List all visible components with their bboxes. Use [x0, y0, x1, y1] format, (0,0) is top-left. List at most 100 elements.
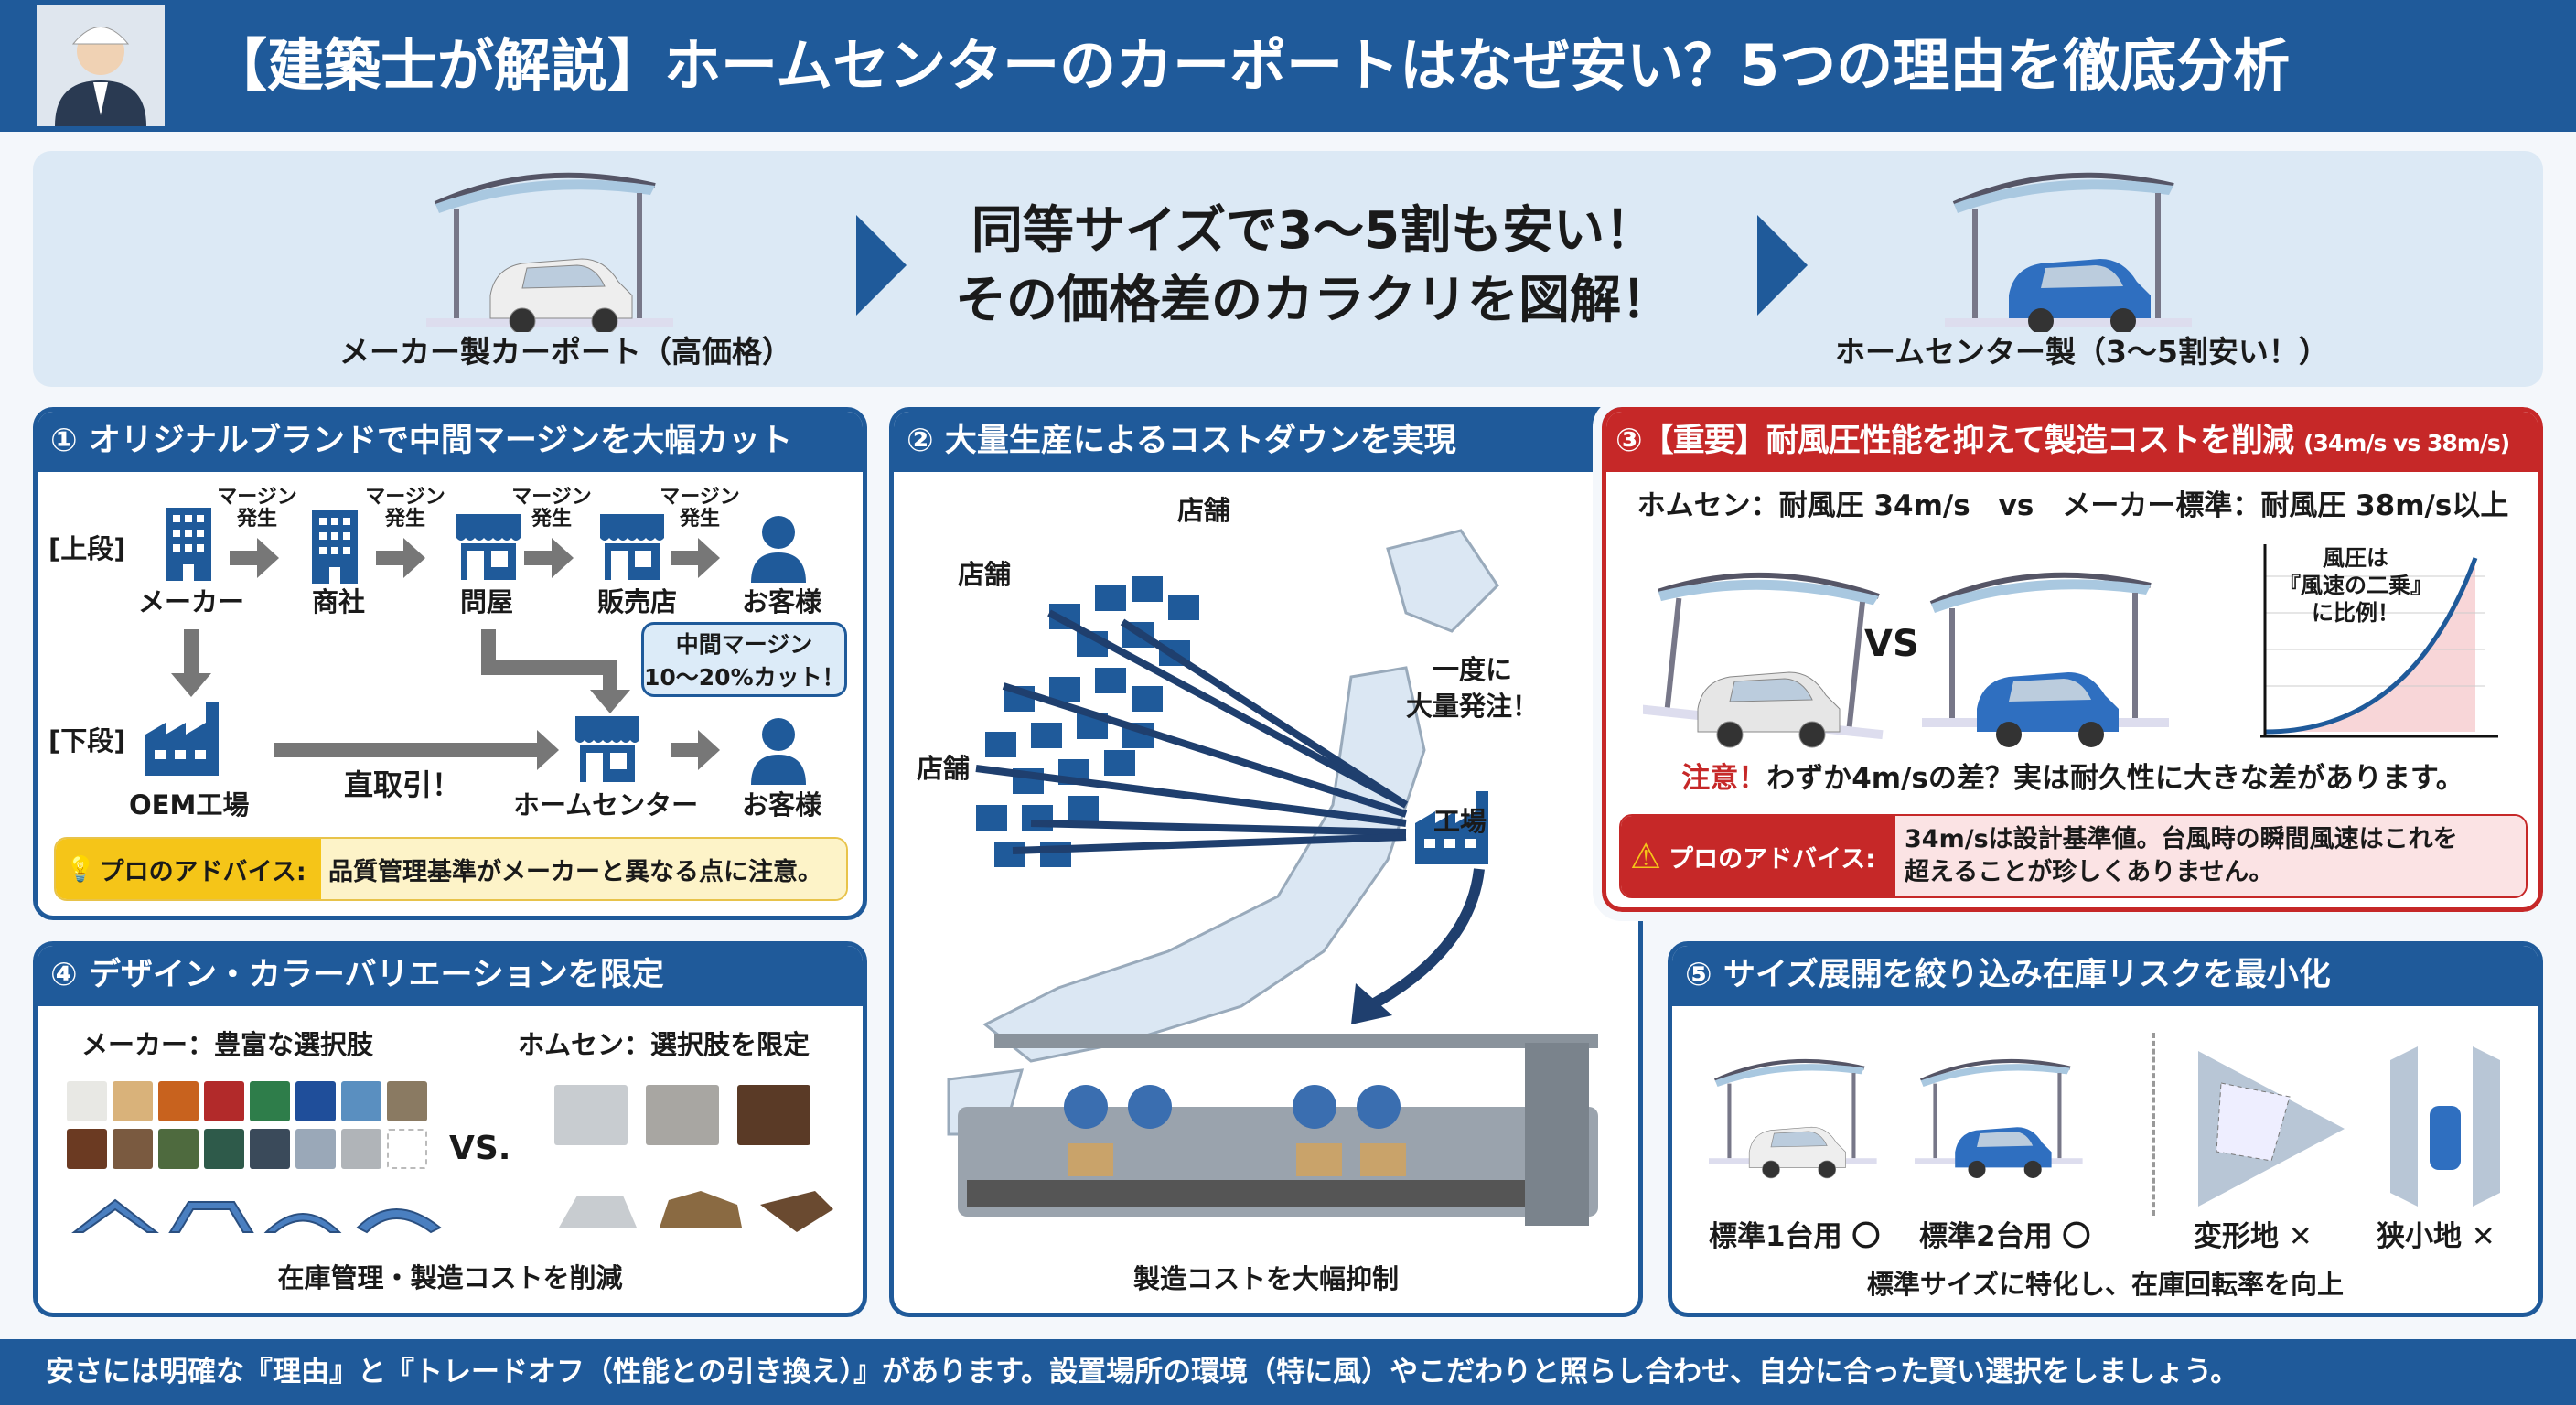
chevron-right-icon	[856, 215, 907, 316]
warning-prefix: 注意！	[1681, 762, 1767, 795]
maker-choices-label: メーカー：豊富な選択肢	[81, 1029, 374, 1060]
single-carport-illustration	[1709, 1056, 1883, 1179]
maker-carport-illustration	[426, 167, 701, 332]
graph-line2: 『風速の二乗』	[2279, 573, 2432, 598]
vs-label: VS	[1864, 623, 1919, 665]
margin-label: マージン発生	[365, 486, 445, 531]
customer-person-icon	[751, 516, 806, 583]
trading-company-building-icon	[312, 510, 358, 584]
pro-advice-label-area: ⚠プロのアドバイス:	[1621, 816, 1895, 896]
vs-label: VS.	[449, 1130, 511, 1167]
color-swatch	[387, 1081, 427, 1121]
advice-line1: 34m/sは設計基準値。台風時の瞬間風速はこれを	[1905, 825, 2458, 853]
pro-advice-label: プロのアドバイス:	[1669, 844, 1876, 874]
panel-title: ① オリジナルブランドで中間マージンを大幅カット	[38, 412, 863, 472]
node-wholesaler: 問屋	[460, 586, 514, 617]
panel-size-lineup: ⑤ サイズ展開を絞り込み在庫リスクを最小化 標準1台用 〇 標準2台用 〇 変形…	[1668, 941, 2543, 1317]
oem-factory-icon	[145, 702, 219, 776]
pro-advice-box: ⚠プロのアドバイス: 34m/sは設計基準値。台風時の瞬間風速はこれを超えること…	[1619, 814, 2528, 898]
node-customer: お客様	[742, 789, 822, 820]
arrow-down-icon	[184, 629, 199, 675]
wind-pressure-graph	[2260, 544, 2498, 738]
arrow-down-head	[171, 673, 211, 697]
pro-advice-text: 品質管理基準がメーカーと異なる点に注意。	[321, 839, 846, 899]
size-item-mark: ✕	[2471, 1220, 2496, 1253]
size-item-label: 狭小地	[2377, 1220, 2462, 1253]
node-homecenter: ホームセンター	[513, 789, 699, 820]
store-icon	[1168, 595, 1199, 620]
color-swatch	[250, 1081, 290, 1121]
store-label: 店舗	[1177, 495, 1231, 526]
node-retailer: 販売店	[597, 586, 678, 617]
size-item-mark: 〇	[1852, 1220, 1881, 1253]
color-swatch	[737, 1085, 810, 1145]
architect-avatar-icon	[37, 5, 165, 126]
bulk-order-label: 一度に大量発注！	[1406, 651, 1539, 724]
bubble-line2: 10〜20%カット！	[644, 664, 845, 691]
size-item-label: 標準1台用	[1709, 1220, 1842, 1253]
elbow-arrow-segment	[481, 660, 617, 675]
arrow-right-icon	[524, 538, 574, 578]
panel-title-text: ③【重要】耐風圧性能を抑えて製造コストを削減	[1615, 423, 2294, 459]
maker-roof-shapes	[71, 1198, 442, 1234]
factory-label: 工場	[1433, 806, 1487, 837]
color-swatch	[295, 1081, 336, 1121]
store-icon	[1132, 576, 1163, 602]
panel-title: ④ デザイン・カラーバリエーションを限定	[38, 946, 863, 1006]
footer-summary: 安さには明確な『理由』と『トレードオフ（性能との引き換え）』があります。設置場所…	[0, 1339, 2576, 1405]
color-swatch	[113, 1081, 153, 1121]
bulk-order-line1: 一度に	[1433, 654, 1513, 685]
homecenter-choices-label: ホムセン：選択肢を限定	[518, 1029, 810, 1060]
margin-label: マージン発生	[511, 486, 592, 531]
irregular-lot-illustration	[2198, 1051, 2345, 1207]
arrow-right-icon	[230, 538, 279, 578]
store-icon	[976, 805, 1007, 831]
bulk-order-line2: 大量発注！	[1406, 691, 1540, 722]
color-swatch	[250, 1129, 290, 1169]
node-trading-company: 商社	[312, 586, 366, 617]
color-swatch	[158, 1129, 199, 1169]
arrow-right-icon	[274, 730, 559, 770]
store-icon	[1095, 668, 1126, 693]
warning-triangle-icon: ⚠	[1630, 836, 1662, 876]
graph-line1: 風圧は	[2323, 545, 2388, 571]
graph-line3: に比例！	[2312, 600, 2399, 626]
customer-person-icon	[751, 718, 806, 785]
size-item-2: 標準2台用 〇	[1919, 1220, 2090, 1253]
color-swatch	[67, 1081, 107, 1121]
elbow-arrow-segment	[603, 660, 617, 692]
graph-annotation: 風圧は『風速の二乗』に比例！	[2279, 544, 2432, 627]
panel-caption: 在庫管理・製造コストを削減	[277, 1262, 623, 1293]
store-icon	[1132, 686, 1163, 712]
homecenter-carport-caption: ホームセンター製（3〜5割安い！）	[1835, 334, 2329, 370]
margin-cut-bubble: 中間マージン 10〜20%カット！	[641, 622, 847, 697]
hero-banner: メーカー製カーポート（高価格） 同等サイズで3〜5割も安い！ その価格差のカラク…	[33, 151, 2543, 387]
hero-message-line1: 同等サイズで3〜5割も安い！	[971, 201, 1657, 261]
panel-original-brand: ① オリジナルブランドで中間マージンを大幅カット [上段] [下段] メーカー …	[33, 407, 867, 920]
panel-color-variation: ④ デザイン・カラーバリエーションを限定 メーカー：豊富な選択肢 ホムセン：選択…	[33, 941, 867, 1317]
lightbulb-icon: 💡	[65, 855, 96, 884]
pro-advice-label-area: 💡プロのアドバイス:	[56, 839, 321, 899]
arrow-right-icon	[671, 538, 720, 578]
homecenter-shop-icon	[575, 716, 639, 782]
header: 【建築士が解説】ホームセンターのカーポートはなぜ安い？5つの理由を徹底分析	[0, 0, 2576, 132]
store-icon	[994, 842, 1025, 867]
panel-caption: 製造コストを大幅抑制	[1132, 1263, 1399, 1294]
color-swatch	[113, 1129, 153, 1169]
color-swatch	[387, 1129, 427, 1169]
panel-caption: 標準サイズに特化し、在庫回転率を向上	[1866, 1269, 2345, 1300]
color-swatch	[67, 1129, 107, 1169]
store-icon	[1104, 750, 1135, 776]
narrow-lot-illustration	[2390, 1046, 2500, 1207]
node-customer: お客様	[742, 586, 822, 617]
store-icon	[1095, 585, 1126, 611]
panel-title: ⑤ サイズ展開を絞り込み在庫リスクを最小化	[1672, 946, 2538, 1006]
panel-title: ③【重要】耐風圧性能を抑えて製造コストを削減 (34m/s vs 38m/s)	[1606, 412, 2538, 472]
homecenter-carport-illustration	[1945, 167, 2219, 332]
color-swatch	[204, 1081, 244, 1121]
store-icon	[1049, 677, 1080, 702]
color-swatch	[341, 1129, 381, 1169]
japan-distribution-map	[947, 529, 1598, 1226]
margin-label: マージン発生	[660, 486, 740, 531]
panel-title-suffix: (34m/s vs 38m/s)	[2303, 430, 2510, 456]
